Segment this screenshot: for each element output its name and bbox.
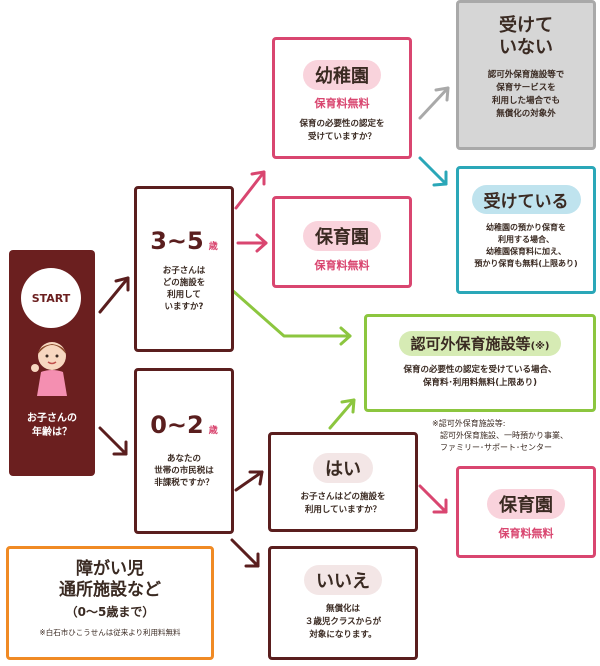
disability-note: ※白石市ひこうせんは従来より利用料無料 [39,628,181,637]
child-illustration-icon [31,342,67,396]
disability-box: 障がい児 通所施設など （0～5歳まで） ※白石市ひこうせんは従来より利用料無料 [6,546,214,660]
start-badge: START [21,268,81,328]
age-0-2-heading: 0~2 歳 [137,411,231,439]
age-3-5-box: 3~5 歳 お子さんは どの施設を 利用して いますか? [134,186,234,352]
arrow-3-5-to-kindergarten [234,170,266,210]
age-3-5-value: 3~5 [150,227,204,255]
kindergarten-box: 幼稚園 保育料無料 保育の必要性の認定を 受けていますか？ [272,37,412,159]
unlicensed-title-pill: 認可外保育施設等(※) [398,331,562,356]
age-0-2-value: 0~2 [150,411,204,439]
unlicensed-title: 認可外保育施設等 [410,335,531,353]
start-box: START お子さんの 年齢は？ [9,250,95,476]
nursery-0-2-box: 保育園 保育料無料 [456,466,596,558]
disability-title: 障がい児 通所施設など [59,559,161,600]
yes-box: はい お子さんはどの施設を 利用していますか？ [268,432,418,532]
age-3-5-question: お子さんは どの施設を 利用して いますか? [162,266,206,312]
unlicensed-footnote: ※認可外保育施設等: 認可外保育施設、一時預かり事業、 ファミリー･サポート･セ… [432,419,568,452]
start-label: START [31,291,71,305]
kindergarten-fee: 保育料無料 [314,97,370,110]
nursery-3-5-title: 保育園 [303,221,381,251]
received-title: 受けている [471,185,581,214]
nursery-0-2-title: 保育園 [487,489,565,519]
arrow-yes-to-unlicensed [328,398,356,430]
received-note: 幼稚園の預かり保育を 利用する場合、 幼稚園保育料に加え、 預かり保育も無料(上… [474,223,578,268]
no-box: いいえ 無償化は ３歳児クラスからが 対象になります。 [268,546,418,660]
arrow-kindergarten-to-not-received [418,86,450,120]
unlicensed-mark: (※) [530,341,550,352]
not-received-title: 受けて いない [499,15,553,58]
unlicensed-box: 認可外保育施設等(※) 保育の必要性の認定を受けている場合、 保育料･利用料無料… [364,314,596,412]
arrow-yes-to-nursery [418,484,448,514]
unlicensed-note: 保育の必要性の認定を受けている場合、 保育料･利用料無料(上限あり) [403,365,557,388]
no-note: 無償化は ３歳児クラスからが 対象になります。 [304,604,382,640]
arrow-0-2-to-no [230,538,260,568]
yes-title: はい [313,453,373,483]
nursery-3-5-box: 保育園 保育料無料 [272,196,412,288]
arrow-start-to-3-5 [98,276,130,314]
nursery-0-2-fee: 保育料無料 [498,527,554,540]
age-0-2-question: あなたの 世帯の市民税は 非課税ですか？ [154,454,214,488]
yes-question: お子さんはどの施設を 利用していますか？ [300,492,386,515]
arrow-0-2-to-yes [234,470,264,492]
nursery-3-5-fee: 保育料無料 [314,259,370,272]
kindergarten-question: 保育の必要性の認定を 受けていますか？ [299,119,385,142]
not-received-box: 受けて いない 認可外保育施設等で 保育サービスを 利用した場合でも 無償化の対… [456,0,596,150]
arrow-3-5-to-unlicensed [230,288,352,338]
start-question: お子さんの 年齢は？ [27,413,77,438]
no-title: いいえ [304,565,382,595]
disability-ages: （0～5歳まで） [65,605,155,619]
age-0-2-unit: 歳 [208,426,218,436]
age-3-5-heading: 3~5 歳 [137,227,231,255]
arrow-start-to-0-2 [98,426,128,456]
age-0-2-box: 0~2 歳 あなたの 世帯の市民税は 非課税ですか？ [134,368,234,534]
kindergarten-title: 幼稚園 [303,60,381,90]
not-received-note: 認可外保育施設等で 保育サービスを 利用した場合でも 無償化の対象外 [487,70,565,119]
received-box: 受けている 幼稚園の預かり保育を 利用する場合、 幼稚園保育料に加え、 預かり保… [456,166,596,294]
arrow-kindergarten-to-received [418,156,448,186]
age-3-5-unit: 歳 [208,242,218,252]
